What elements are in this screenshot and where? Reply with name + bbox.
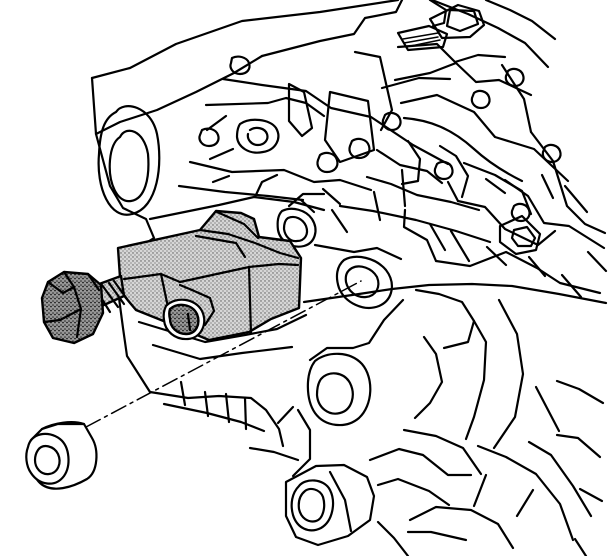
bushing [25, 421, 98, 490]
forcing-bolt [40, 270, 129, 345]
alignment-leader-line [85, 280, 362, 428]
puller-tool [116, 209, 303, 342]
housing-casting [90, 0, 608, 556]
